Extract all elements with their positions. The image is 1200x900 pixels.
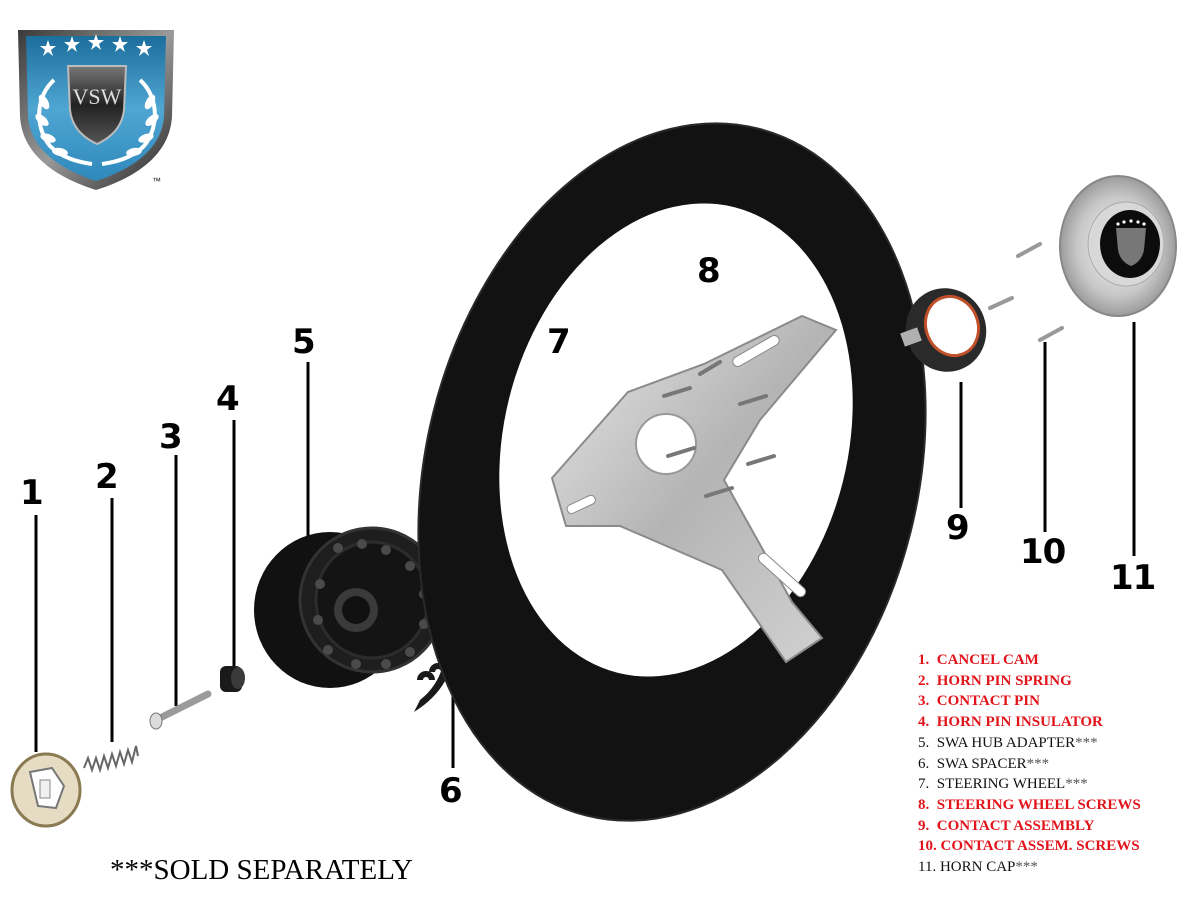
callout-1: 1 bbox=[20, 473, 44, 513]
callout-2: 2 bbox=[95, 457, 119, 497]
hub-adapter-part bbox=[254, 526, 446, 688]
legend-item-9: 9. CONTACT ASSEMBLY bbox=[918, 817, 1095, 834]
legend-item-1: 1. CANCEL CAM bbox=[918, 652, 1039, 668]
callout-5: 5 bbox=[292, 322, 316, 362]
horn-pin-spring-part bbox=[83, 745, 139, 774]
legend-item-11: 11. HORN CAP*** bbox=[918, 859, 1038, 876]
parts-legend: 1. CANCEL CAM 2. HORN PIN SPRING 3. CONT… bbox=[918, 650, 1198, 878]
contact-assembly-part bbox=[900, 288, 987, 372]
legend-item-2: 2. HORN PIN SPRING bbox=[918, 672, 1072, 689]
contact-assembly-screws-part bbox=[988, 242, 1064, 342]
callout-11: 11 bbox=[1110, 558, 1156, 598]
legend-item-8: 8. STEERING WHEEL SCREWS bbox=[918, 796, 1141, 813]
legend-item-7: 7. STEERING WHEEL*** bbox=[918, 776, 1088, 793]
shield-icon: VSW bbox=[18, 30, 174, 190]
steering-wheel-part bbox=[417, 122, 927, 822]
horn-cap-part bbox=[1059, 175, 1177, 317]
legend-item-4: 4. HORN PIN INSULATOR bbox=[918, 714, 1103, 731]
contact-pin-part bbox=[149, 690, 212, 730]
legend-item-10: 10. CONTACT ASSEM. SCREWS bbox=[918, 838, 1140, 855]
vsw-logo: VSW ™ bbox=[14, 24, 180, 192]
trademark-mark: ™ bbox=[152, 176, 161, 186]
callout-6: 6 bbox=[439, 771, 463, 811]
callout-9: 9 bbox=[946, 508, 970, 548]
legend-item-6: 6. SWA SPACER*** bbox=[918, 755, 1050, 772]
callout-3: 3 bbox=[159, 417, 183, 457]
callout-8: 8 bbox=[697, 251, 721, 291]
horn-pin-insulator-part bbox=[220, 666, 245, 692]
legend-item-3: 3. CONTACT PIN bbox=[918, 693, 1040, 710]
legend-item-5: 5. SWA HUB ADAPTER*** bbox=[918, 734, 1098, 751]
callout-7: 7 bbox=[547, 322, 571, 362]
callout-10: 10 bbox=[1020, 532, 1066, 572]
callout-4: 4 bbox=[216, 379, 240, 419]
cancel-cam-part bbox=[10, 752, 82, 828]
logo-text: VSW bbox=[73, 84, 122, 109]
sold-separately-note: ***SOLD SEPARATELY bbox=[110, 854, 413, 886]
